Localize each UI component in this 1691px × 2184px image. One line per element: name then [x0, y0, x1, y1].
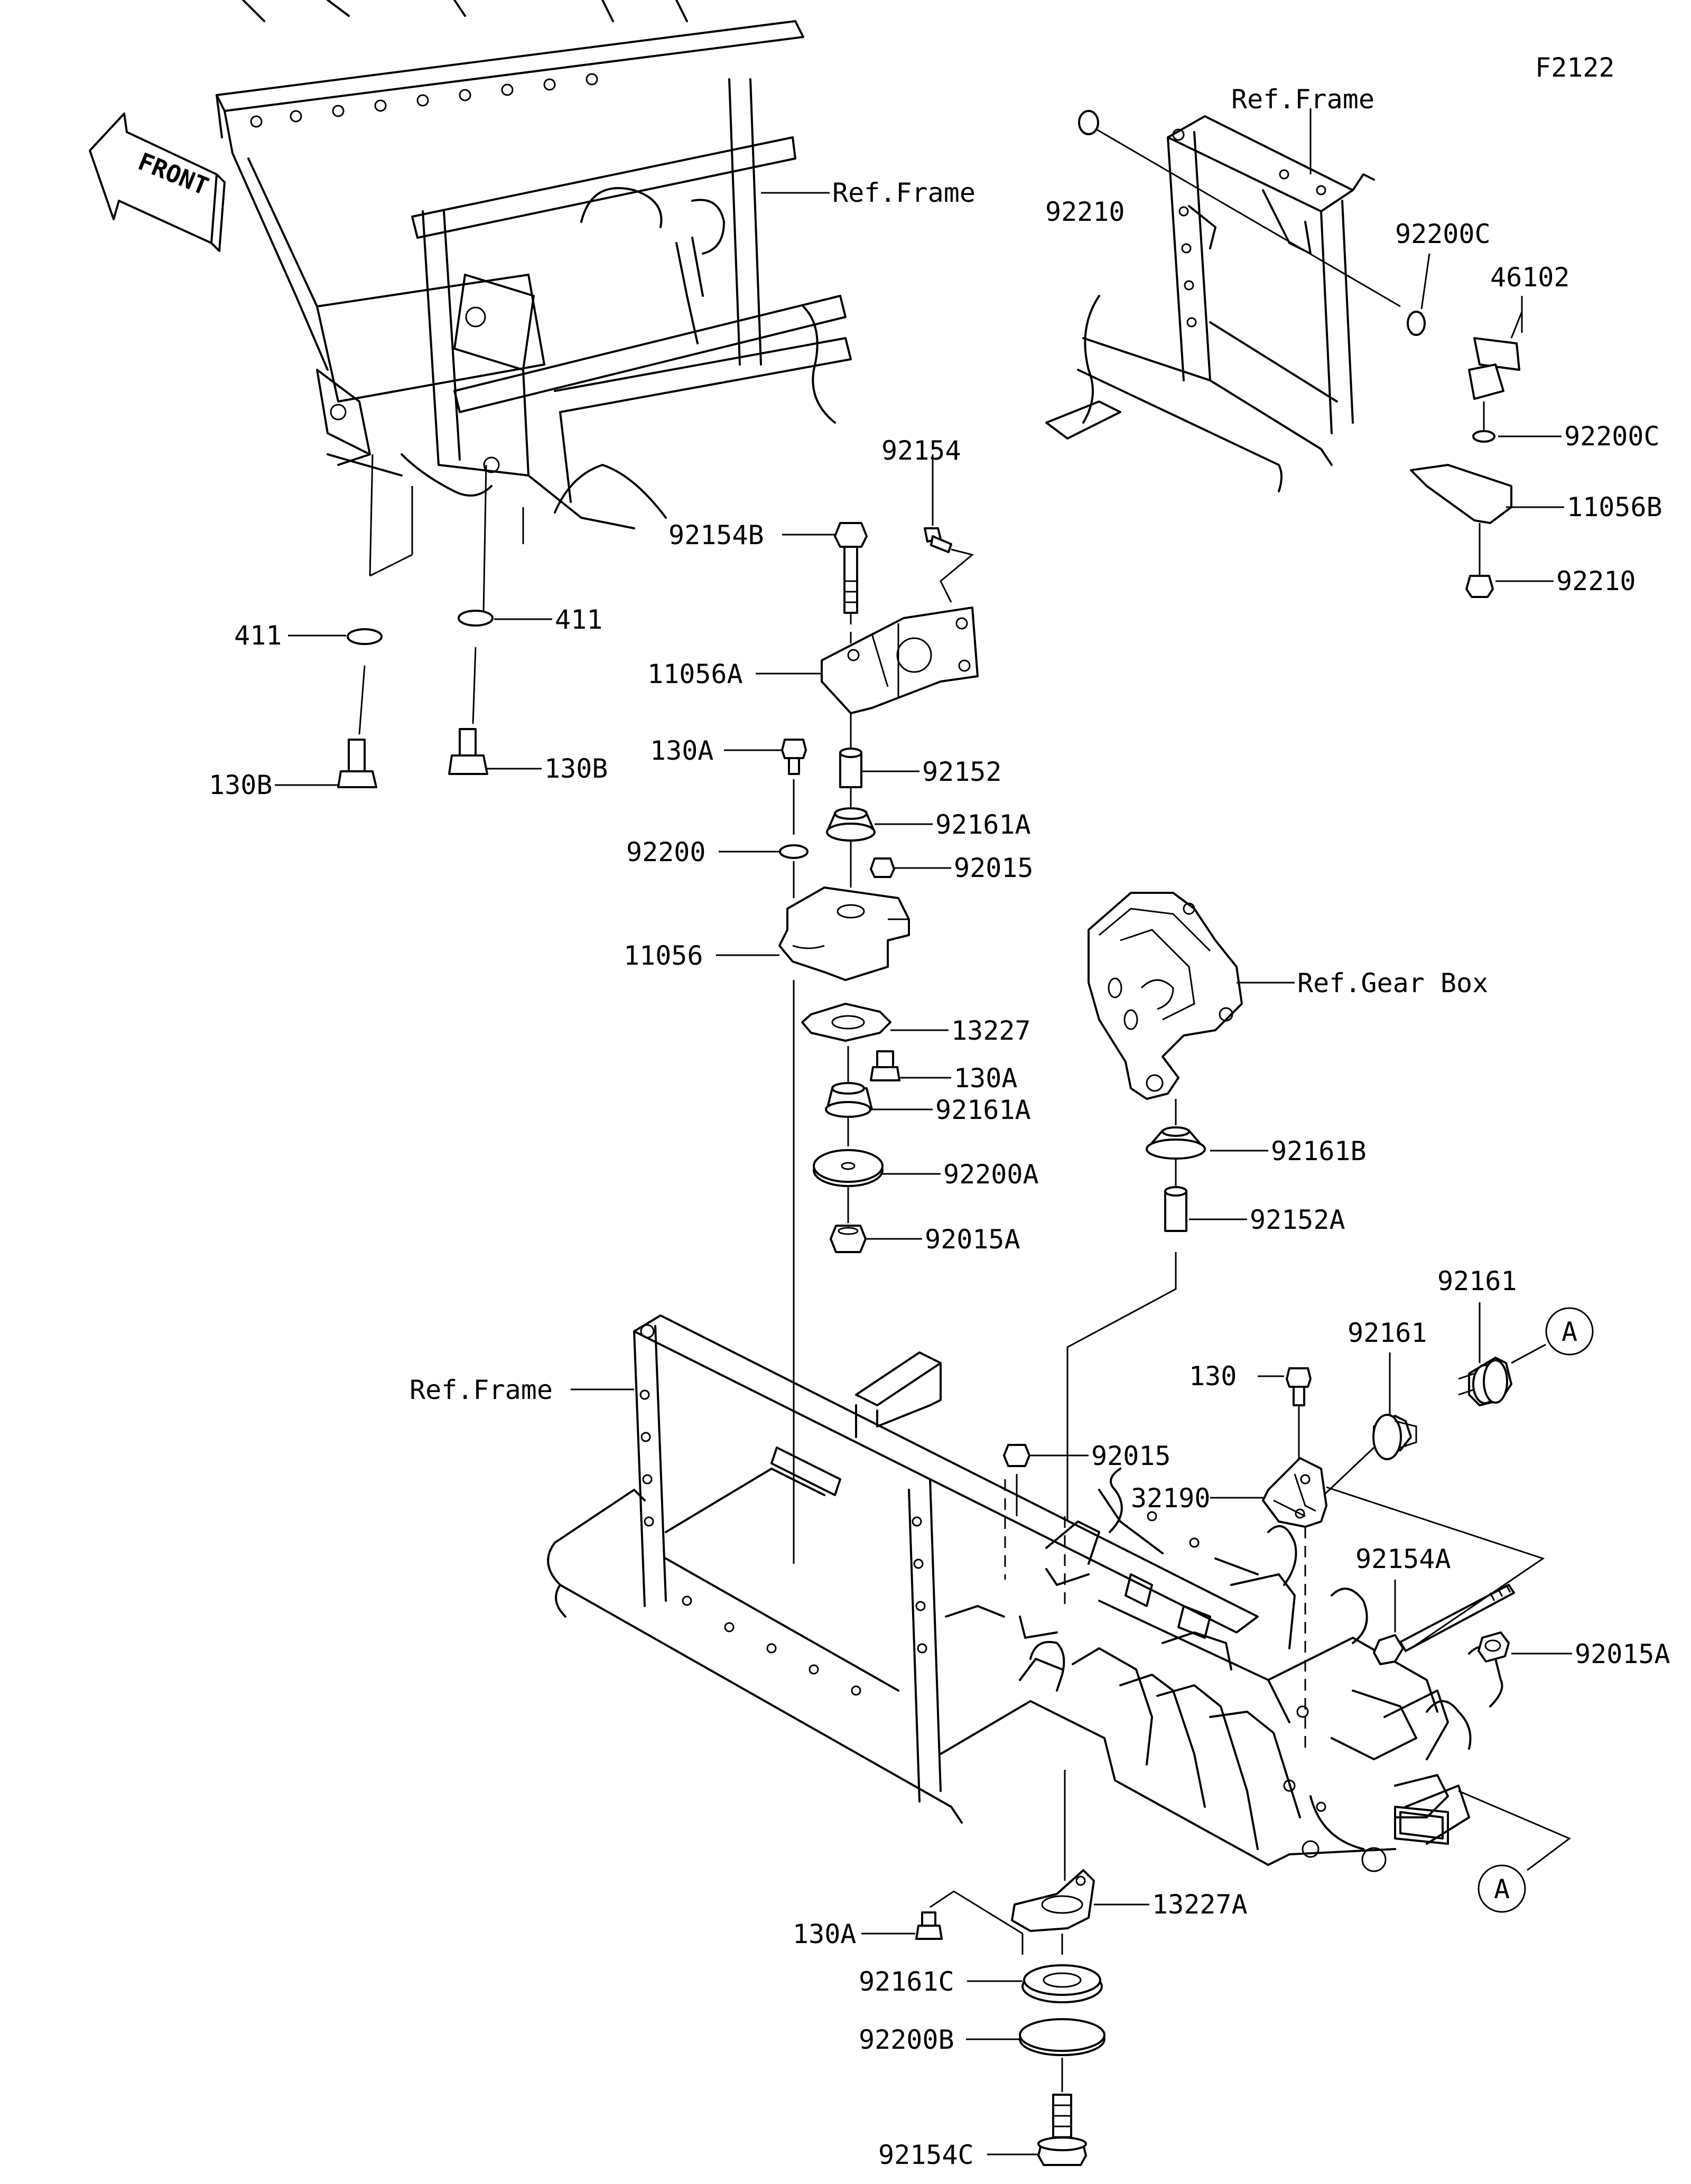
part-label-11056: 11056	[624, 940, 703, 971]
ref-frame-top-label: Ref.Frame	[832, 178, 975, 208]
gear-box-mount	[1066, 1099, 1206, 1522]
damper-92161-left-icon	[1372, 1414, 1402, 1460]
part-label-92154: 92154	[881, 435, 961, 466]
ref-gear-box-label: Ref.Gear Box	[1297, 968, 1488, 998]
nut-92015-top-icon	[870, 857, 895, 878]
part-label-92015-mid: 92015	[1091, 1441, 1171, 1471]
nut-92210-low-icon	[1465, 575, 1494, 598]
frame-bottom	[547, 1314, 1503, 1872]
gear-box	[1088, 892, 1243, 1100]
bolt-92154a-icon	[1373, 1634, 1404, 1665]
collar-92152a-icon	[1164, 1190, 1187, 1232]
frame-top-right	[1045, 115, 1375, 492]
washer-411-left-icon	[347, 628, 383, 645]
part-label-92200a: 92200A	[943, 1159, 1039, 1190]
part-label-92161c: 92161C	[859, 1966, 954, 1997]
bolt-130-icon	[1286, 1367, 1312, 1388]
part-label-130a-mid: 130A	[954, 1063, 1017, 1094]
part-label-92200c-top: 92200C	[1395, 219, 1491, 249]
part-label-92154a: 92154A	[1355, 1544, 1451, 1574]
part-label-92161a-low: 92161A	[935, 1095, 1031, 1125]
part-label-32190: 32190	[1131, 1483, 1211, 1514]
callout-a-bottom-icon	[1478, 1864, 1526, 1913]
bracket-11056a-icon	[821, 606, 979, 714]
link-46102-icon	[1468, 363, 1504, 400]
right-mount	[1262, 1357, 1571, 1871]
plate-13227a-icon	[1011, 1869, 1095, 1932]
part-label-92161a-top: 92161A	[935, 809, 1031, 840]
washer-92200c-low-icon	[1472, 430, 1495, 443]
part-label-46102: 46102	[1490, 262, 1570, 293]
part-label-92152: 92152	[922, 757, 1002, 787]
part-label-92154b: 92154B	[668, 520, 764, 550]
part-label-411-left: 411	[234, 620, 282, 651]
bolt-130a-low-icon	[915, 1925, 943, 1940]
part-label-130a-low: 130A	[793, 1919, 856, 1949]
bracket-11056-icon	[778, 886, 910, 981]
part-label-92015a-right: 92015A	[1575, 1639, 1670, 1669]
bolt-130b-left-icon	[337, 770, 377, 788]
part-label-92200c-mid: 92200C	[1564, 421, 1660, 452]
washer-411-right-icon	[458, 610, 494, 627]
link-stack-right	[1078, 110, 1523, 598]
part-label-130: 130	[1189, 1361, 1237, 1392]
bolt-130a-mid-icon	[870, 1066, 900, 1081]
center-mount-stack	[778, 454, 979, 1564]
part-label-130a-top: 130A	[650, 735, 713, 766]
part-label-92154c: 92154C	[878, 2140, 974, 2170]
part-label-92200b: 92200B	[859, 2024, 954, 2055]
part-label-92015-top: 92015	[954, 853, 1034, 883]
bracket-32190-icon	[1262, 1457, 1327, 1528]
part-label-13227: 13227	[951, 1015, 1031, 1046]
figure-code: F2122	[1535, 52, 1615, 83]
washer-92200-icon	[779, 844, 809, 859]
part-label-92210-low: 92210	[1556, 566, 1636, 596]
bottom-mount-stack	[915, 1770, 1105, 2166]
ref-frame-bottom-label: Ref.Frame	[410, 1375, 553, 1405]
part-label-92210-top: 92210	[1045, 197, 1125, 227]
bolt-130b-right-icon	[448, 754, 488, 775]
part-label-11056b: 11056B	[1567, 492, 1662, 522]
bolt-130a-top-icon	[781, 739, 807, 759]
part-label-92161b: 92161B	[1271, 1136, 1367, 1166]
part-label-130b-left: 130B	[209, 770, 272, 800]
washer-92200c-top-icon	[1407, 311, 1426, 336]
part-label-11056a: 11056A	[647, 659, 743, 689]
nut-92015a-right-icon	[1478, 1631, 1510, 1663]
part-label-92152a: 92152A	[1250, 1205, 1345, 1235]
part-label-130b-right: 130B	[544, 753, 608, 784]
part-label-92161-right: 92161	[1437, 1266, 1517, 1296]
front-arrow-icon: FRONT	[89, 113, 226, 252]
part-label-411-right: 411	[555, 604, 602, 635]
nut-92015-mid-icon	[1003, 1444, 1030, 1467]
part-label-13227a: 13227A	[1152, 1889, 1248, 1920]
part-label-92200: 92200	[626, 837, 706, 867]
bracket-11056b-icon	[1410, 464, 1512, 524]
callout-a-top-icon	[1545, 1307, 1594, 1356]
nut-92015a-left-icon	[830, 1225, 867, 1253]
plate-13227-icon	[801, 1003, 891, 1042]
nut-92210-top-icon	[1078, 110, 1099, 135]
callout-a-bottom: A	[1494, 1874, 1510, 1905]
bolt-92154b-icon	[834, 522, 868, 548]
ref-frame-right-label: Ref.Frame	[1231, 84, 1374, 115]
callout-a-top: A	[1562, 1317, 1577, 1347]
bolt-stack-left	[337, 454, 524, 788]
frame-top-left	[216, 0, 852, 529]
part-label-92161-left: 92161	[1348, 1318, 1427, 1348]
part-label-92015a-left: 92015A	[925, 1224, 1020, 1255]
